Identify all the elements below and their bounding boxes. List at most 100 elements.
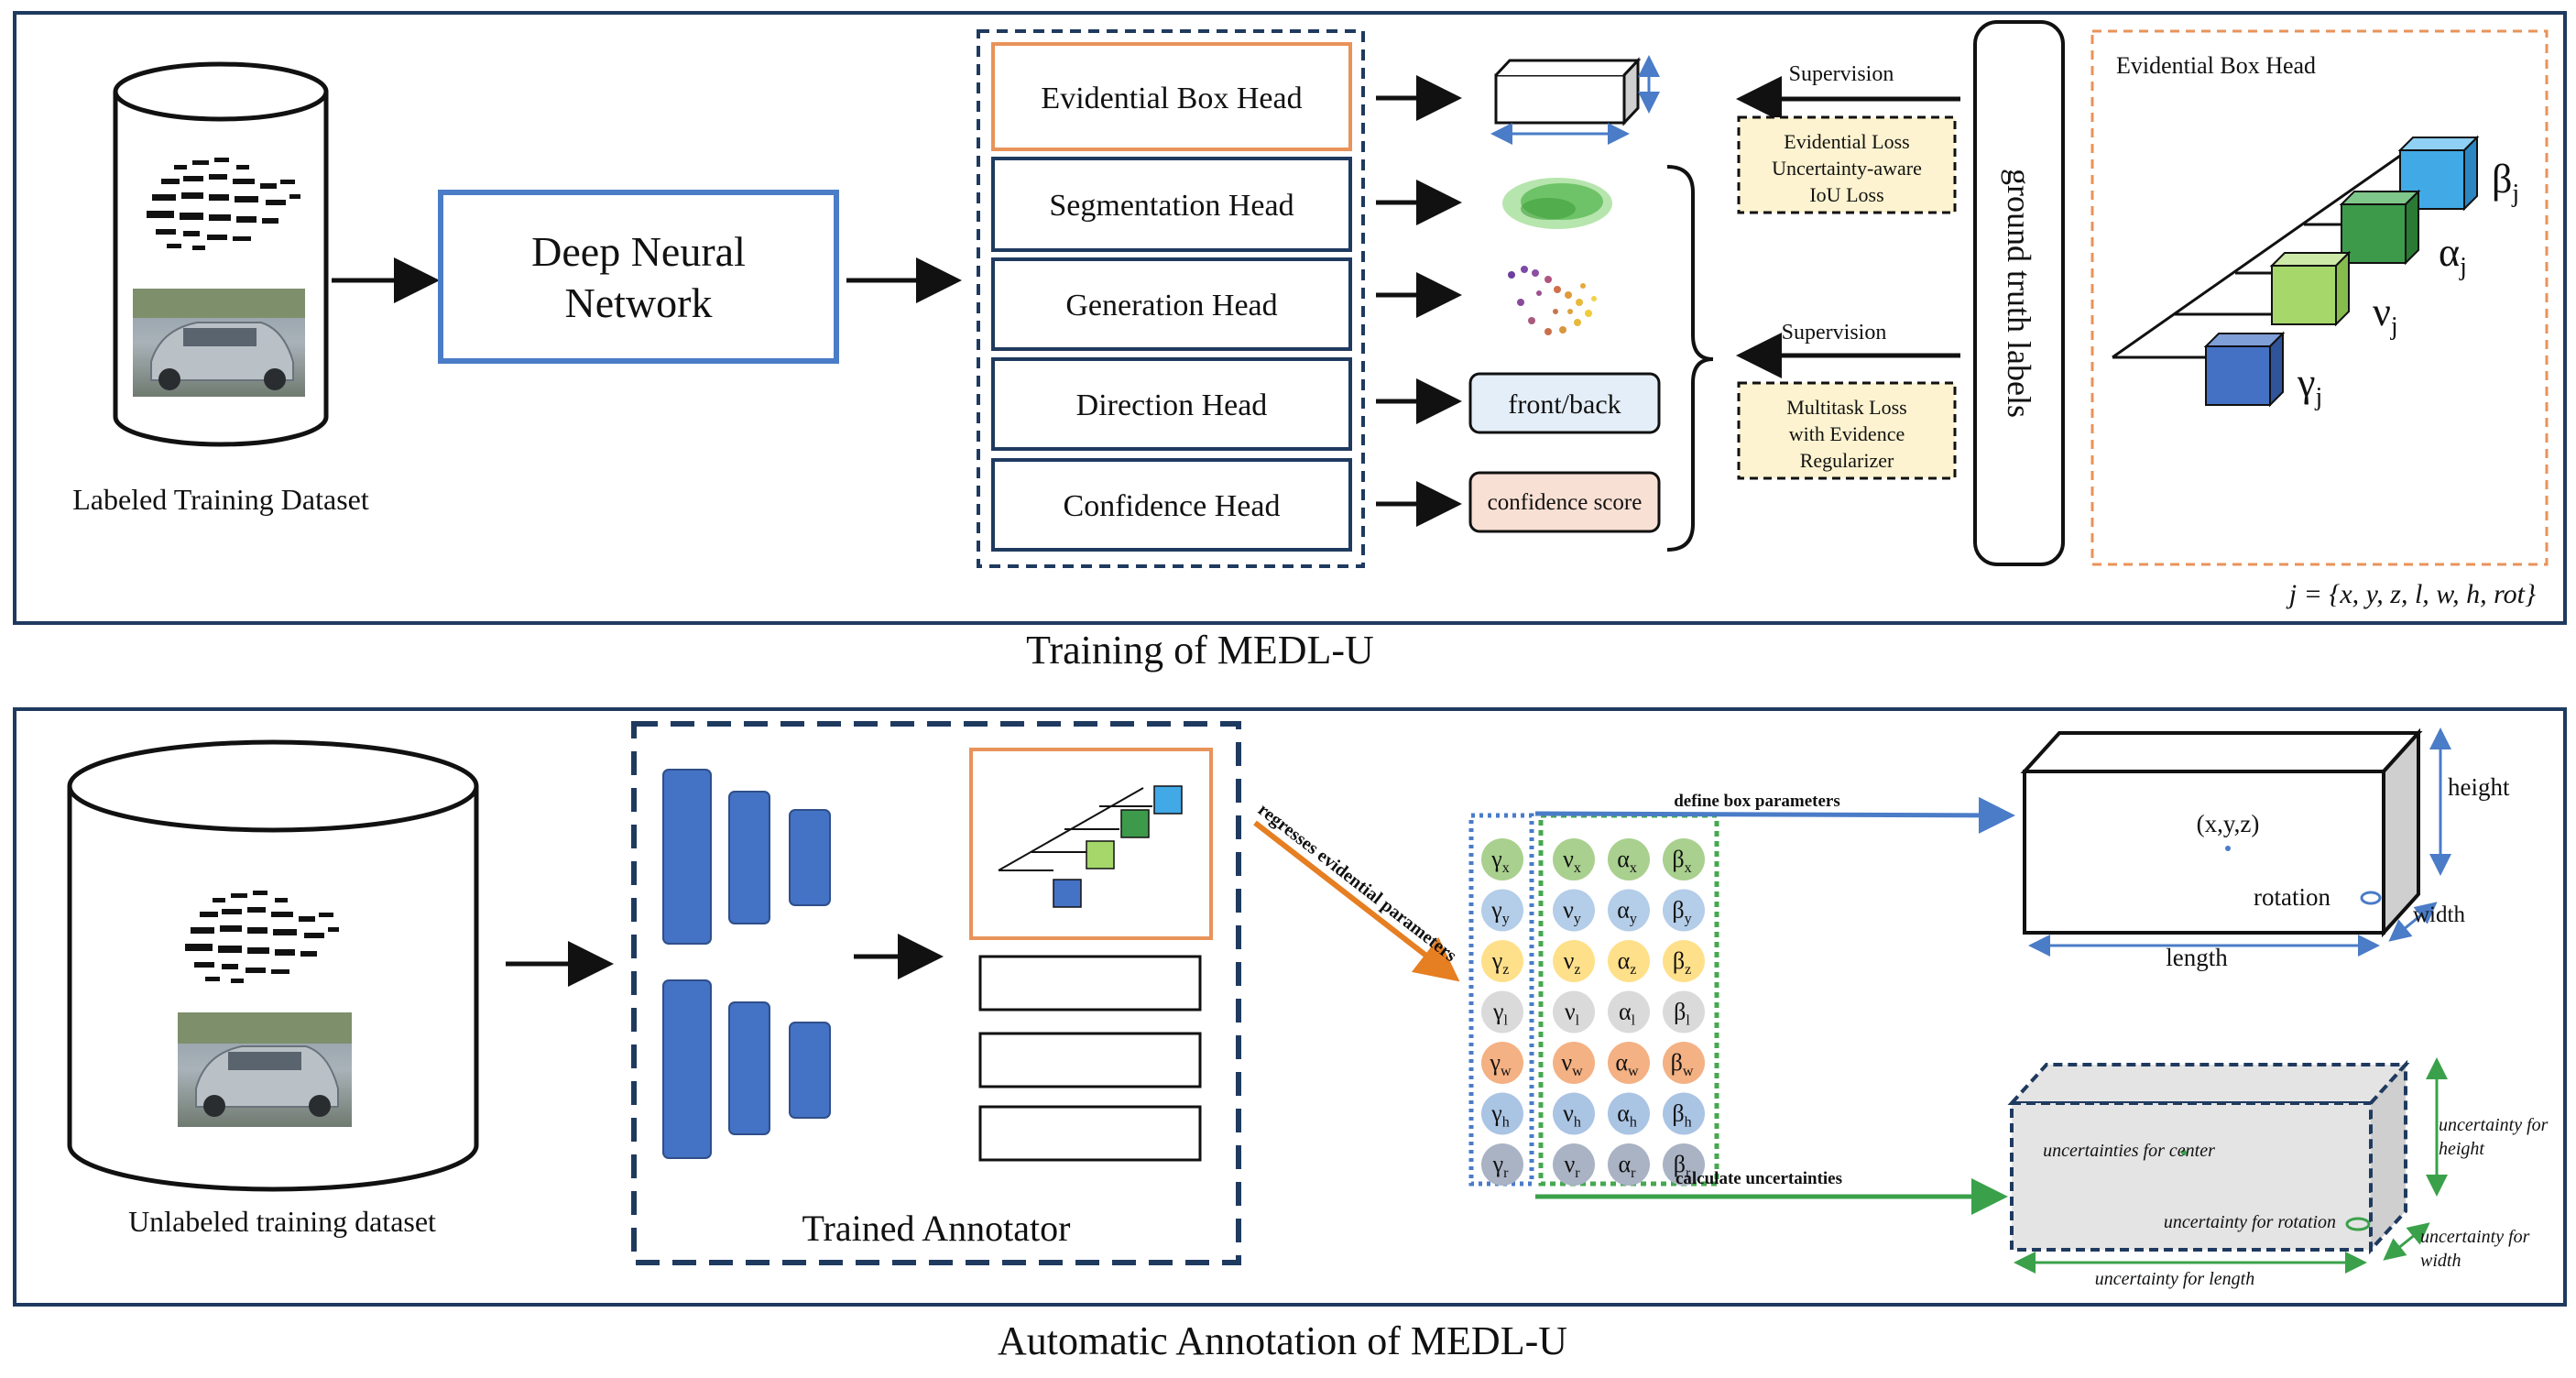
supervision-label-bottom: Supervision <box>1782 321 1887 344</box>
head-label: Segmentation Head <box>1049 189 1293 223</box>
heads-group-frame <box>977 29 1365 568</box>
param-circle <box>1553 1042 1595 1084</box>
param-circle <box>1481 1042 1523 1084</box>
outputs-brace <box>1666 165 1714 552</box>
box-height-label: height <box>2448 773 2510 801</box>
unc-width-label-1: uncertainty for <box>2420 1227 2530 1247</box>
unc-height-label-2: height <box>2439 1139 2484 1159</box>
segmentation-output-icon <box>1502 178 1612 229</box>
param-circle <box>1608 940 1650 982</box>
param-symbol: βx <box>1672 846 1691 876</box>
param-symbol: γw <box>1489 1049 1512 1079</box>
param-circle <box>1481 940 1523 982</box>
param-circle <box>1481 990 1523 1034</box>
param-symbol: νx <box>1563 846 1581 876</box>
define-box-arrow <box>1534 796 2015 834</box>
param-symbol: βw <box>1671 1049 1694 1079</box>
mini-tree-lines <box>998 787 1152 871</box>
loss-box-bottom <box>1737 381 1957 480</box>
unlabeled-dataset-cylinder <box>67 739 479 1192</box>
deep-neural-network-box <box>438 190 839 364</box>
unc-center-label: uncertainties for center <box>2043 1141 2215 1161</box>
param-symbol: νw <box>1561 1049 1583 1079</box>
unc-width-label-2: width <box>2420 1251 2461 1271</box>
param-symbol: νh <box>1563 1100 1581 1131</box>
calc-unc-label: calculate uncertainties <box>1675 1169 1842 1188</box>
param-symbol: γx <box>1490 846 1510 876</box>
trained-annotator-label: Trained Annotator <box>802 1208 1071 1249</box>
mini-head-box <box>978 1105 1202 1162</box>
segmentation-head <box>991 157 1352 252</box>
uncertainty-cube <box>2007 1057 2448 1274</box>
supervision-label-top: Supervision <box>1789 62 1894 86</box>
regress-arrow <box>1253 820 1460 982</box>
head-label: Generation Head <box>1065 289 1277 323</box>
head-label: Confidence Head <box>1064 489 1281 523</box>
param-symbol: νl <box>1565 999 1580 1029</box>
unlabeled-dataset-label: Unlabeled training dataset <box>128 1205 436 1238</box>
mini-head-box <box>978 955 1202 1012</box>
loss-bottom-line: with Evidence <box>1789 422 1905 445</box>
box-length-label: length <box>2166 944 2228 971</box>
labeled-dataset-cylinder <box>113 61 329 447</box>
param-symbol: γz <box>1491 947 1510 978</box>
unc-height-label-1: uncertainty for <box>2439 1115 2549 1135</box>
encoder-blocks <box>662 769 831 1159</box>
labeled-dataset-label: Labeled Training Dataset <box>72 483 369 516</box>
confidence-head <box>991 458 1352 552</box>
network-label-line2: Network <box>565 279 713 326</box>
beta-j-label: βj <box>2492 157 2519 208</box>
param-symbol: γr <box>1492 1151 1510 1181</box>
param-circle <box>1608 1042 1650 1084</box>
param-circle <box>1553 1143 1595 1186</box>
param-circle <box>1553 889 1595 932</box>
param-circle <box>1608 838 1650 880</box>
param-symbol: νr <box>1564 1151 1580 1181</box>
ground-truth-box <box>1973 20 2065 566</box>
param-circle <box>1663 1143 1705 1186</box>
inset-title: Evidential Box Head <box>2116 52 2316 79</box>
gamma-cube <box>2203 331 2286 408</box>
param-circle <box>1553 1092 1595 1135</box>
ground-truth-label: ground truth labels <box>2001 169 2037 418</box>
loss-top-line: Evidential Loss <box>1784 130 1909 153</box>
head-label: Direction Head <box>1076 388 1268 422</box>
trained-annotator-frame <box>631 721 1241 1265</box>
param-symbol: αr <box>1619 1151 1637 1181</box>
param-circle <box>1663 1042 1705 1084</box>
annotation-frame <box>13 707 2567 1307</box>
training-frame <box>13 11 2567 625</box>
param-circle <box>1553 990 1595 1034</box>
mini-cubes <box>1053 785 1183 908</box>
head-label: Evidential Box Head <box>1041 82 1302 115</box>
param-symbol: αl <box>1619 999 1636 1029</box>
unc-length-label: uncertainty for length <box>2095 1269 2254 1289</box>
loss-bottom-line: Multitask Loss <box>1786 396 1906 419</box>
direction-head <box>991 357 1352 451</box>
param-circle <box>1553 838 1595 880</box>
param-symbol: βz <box>1673 947 1691 978</box>
alpha-cube <box>2339 189 2421 266</box>
confidence-label: confidence score <box>1488 490 1643 515</box>
confidence-output <box>1468 471 1661 533</box>
alpha-j-label: αj <box>2439 230 2467 281</box>
front-back-label: front/back <box>1508 389 1621 420</box>
param-symbol: νy <box>1563 897 1581 927</box>
param-symbol: γl <box>1492 999 1509 1029</box>
unc-rotation-label: uncertainty for rotation <box>2164 1212 2336 1232</box>
param-symbol: βr <box>1674 1151 1691 1181</box>
point-cloud-icon <box>147 158 300 250</box>
nu-j-label: νj <box>2373 290 2398 341</box>
param-circle <box>1608 1143 1650 1186</box>
gamma-j-label: γj <box>2297 360 2322 411</box>
j-definition: j = {x, y, z, l, w, h, rot} <box>2286 579 2536 609</box>
box-center-label: (x,y,z) <box>2197 810 2260 837</box>
mini-head-box <box>978 1032 1202 1088</box>
param-symbol: γy <box>1490 897 1510 927</box>
loss-bottom-line: Regularizer <box>1800 449 1894 472</box>
point-cloud-icon <box>185 891 339 983</box>
box-rotation-label: rotation <box>2254 883 2330 911</box>
evidential-box-head <box>991 42 1352 151</box>
param-symbol: αw <box>1615 1049 1639 1079</box>
